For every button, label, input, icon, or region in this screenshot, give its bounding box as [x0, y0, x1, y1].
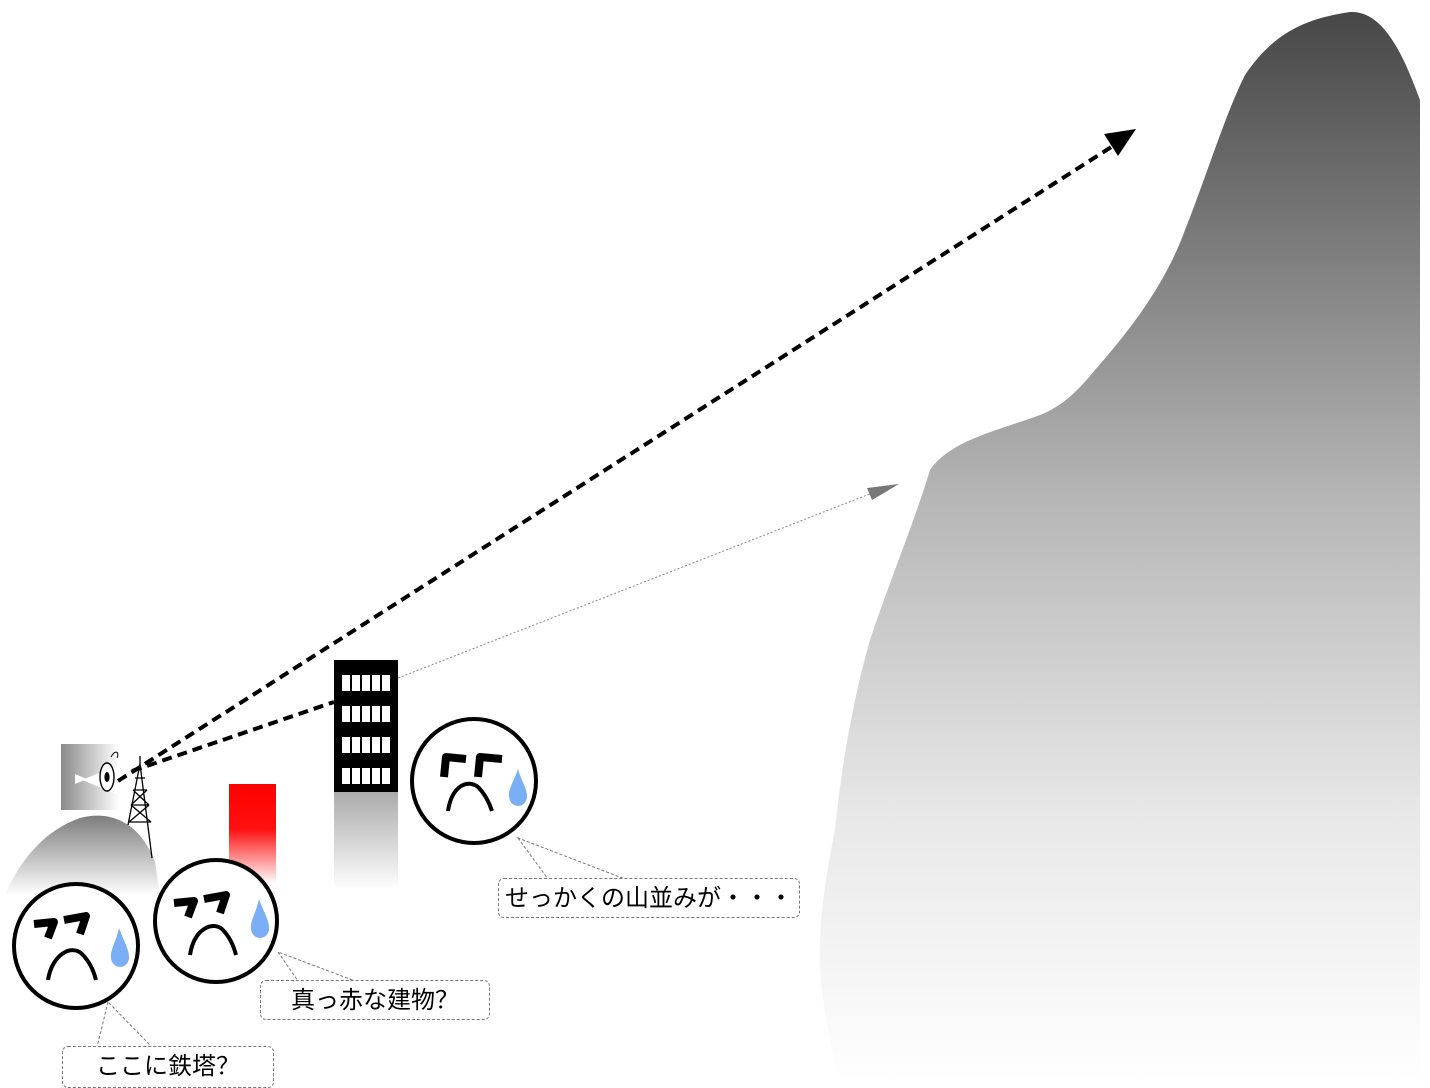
callout-pointer — [96, 1001, 154, 1048]
callout-tower: ここに鉄塔？ — [62, 1046, 274, 1088]
building-window — [382, 737, 390, 753]
hill-shape — [5, 815, 160, 895]
tear-drop-icon — [250, 899, 270, 938]
building-window — [362, 737, 370, 753]
tear-drop-icon — [508, 769, 528, 806]
callout-pointer — [276, 950, 356, 982]
arrow-head-icon — [867, 484, 899, 500]
sad-face-icon — [12, 882, 140, 1010]
building-window — [352, 768, 360, 784]
building-window — [352, 737, 360, 753]
building-window — [372, 737, 380, 753]
sight-line-main — [116, 142, 1118, 783]
building-window — [342, 675, 350, 691]
building-window — [372, 706, 380, 722]
callout-tower-text: ここに鉄塔？ — [96, 1052, 240, 1080]
sad-face-icon — [153, 858, 279, 984]
building-window — [342, 737, 350, 753]
callout-mountains: せっかくの山並みが・・・ — [498, 878, 800, 918]
callout-red-building-text: 真っ赤な建物？ — [291, 986, 459, 1014]
office-building — [334, 660, 398, 890]
building-window — [382, 675, 390, 691]
observer-eye-icon — [61, 744, 124, 810]
building-window — [382, 706, 390, 722]
sight-line-blocked — [131, 700, 335, 773]
steel-tower-icon — [127, 756, 153, 859]
building-window — [352, 675, 360, 691]
callout-mountains-text: せっかくの山並みが・・・ — [505, 884, 793, 912]
callout-red-building: 真っ赤な建物？ — [260, 980, 490, 1020]
building-window — [342, 768, 350, 784]
building-window — [352, 706, 360, 722]
sad-face-icon — [410, 717, 538, 845]
building-window — [382, 768, 390, 784]
building-window — [372, 675, 380, 691]
building-window — [362, 706, 370, 722]
sight-line-secondary — [397, 489, 881, 679]
building-window — [362, 768, 370, 784]
building-window — [362, 675, 370, 691]
building-window — [372, 768, 380, 784]
tear-drop-icon — [110, 928, 130, 967]
arrow-head-icon — [1104, 129, 1136, 156]
building-window — [342, 706, 350, 722]
callout-pointer — [516, 836, 626, 880]
mountain-shape — [819, 11, 1420, 1083]
